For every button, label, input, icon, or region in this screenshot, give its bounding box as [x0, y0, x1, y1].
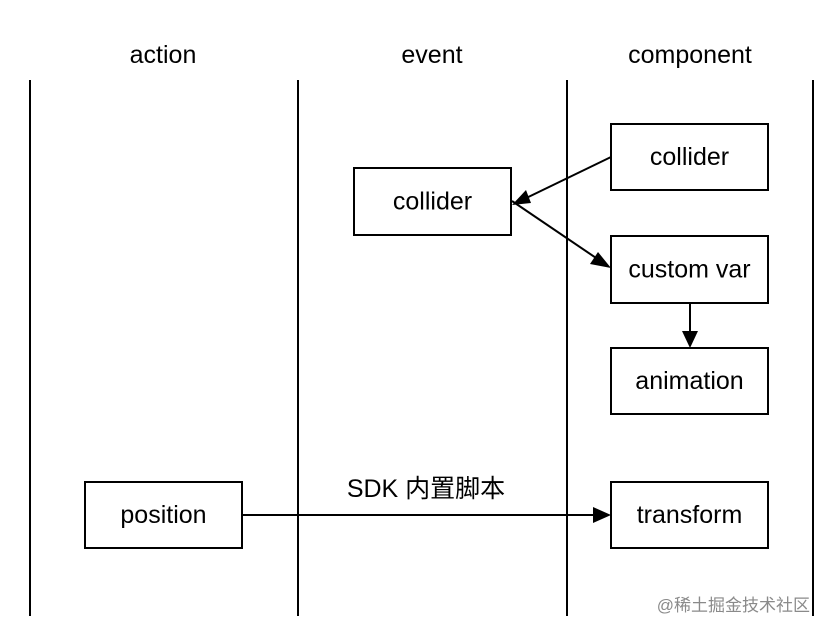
edge-component-collider-to-event-collider	[512, 156, 612, 205]
node-label: position	[120, 501, 206, 529]
node-component-collider[interactable]: collider	[610, 123, 769, 191]
lane-title-component: component	[628, 41, 752, 69]
edge-event-collider-to-custom-var	[511, 200, 611, 268]
edge-position-to-transform	[242, 507, 611, 523]
arrowhead	[590, 252, 611, 268]
watermark-text: @稀土掘金技术社区	[657, 596, 810, 615]
node-label: collider	[393, 188, 472, 216]
lane-title-event: event	[401, 41, 462, 69]
node-animation[interactable]: animation	[610, 347, 769, 415]
node-label: collider	[650, 143, 729, 171]
node-position[interactable]: position	[84, 481, 243, 549]
node-label: transform	[637, 501, 743, 529]
node-transform[interactable]: transform	[610, 481, 769, 549]
lane-title-action: action	[130, 41, 197, 69]
edge-custom-var-to-animation	[682, 303, 698, 348]
node-custom-var[interactable]: custom var	[610, 235, 769, 304]
arrowhead	[593, 507, 611, 523]
node-event-collider[interactable]: collider	[353, 167, 512, 236]
arrowhead	[682, 331, 698, 348]
node-label: animation	[635, 367, 743, 395]
node-label: custom var	[628, 256, 750, 284]
arrowhead	[512, 190, 531, 205]
edge-label-sdk-builtin-script: SDK 内置脚本	[347, 475, 505, 503]
